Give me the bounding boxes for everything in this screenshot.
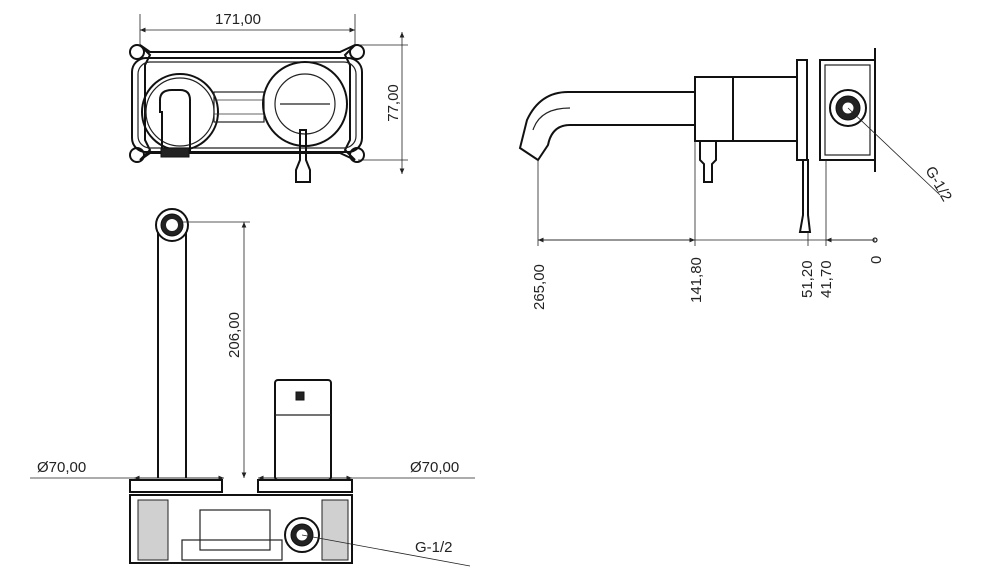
- mixer-box: [129, 494, 353, 564]
- side-41-label: 41,70: [818, 260, 835, 298]
- thread-leader: [301, 534, 471, 567]
- spout-front: [159, 89, 191, 153]
- top-view: 206,00 Ø70,00 Ø70,00 G-1/2: [30, 208, 475, 567]
- box-core: [199, 509, 271, 551]
- spout-rosette-inner: [145, 77, 215, 147]
- stem-side: [798, 159, 812, 233]
- side-0-label: 0: [868, 256, 885, 264]
- thread-right-label: G-1/2: [922, 164, 955, 205]
- front-view: 171,00 77,00: [129, 11, 408, 183]
- handle-lever: [295, 129, 311, 183]
- side-thread-leader: [847, 107, 941, 196]
- spout-outlet: [160, 147, 190, 158]
- spout-plate: [129, 479, 223, 493]
- plate-height-label: 77,00: [385, 84, 402, 122]
- ear-hole: [129, 44, 145, 60]
- channel: [213, 91, 265, 123]
- mounting-plate: [139, 44, 356, 161]
- side-view: G-1/2 265,00 141,80 51,20 41,70 0: [518, 48, 955, 310]
- side-51-label: 51,20: [799, 260, 816, 298]
- plate-width-label: 171,00: [215, 11, 261, 28]
- spout-rosette: [141, 73, 219, 151]
- inlet-thread: [284, 517, 320, 553]
- side-141-label: 141,80: [688, 257, 705, 303]
- box-block: [321, 499, 349, 561]
- spout-head: [155, 208, 189, 242]
- ear-hole: [129, 147, 145, 163]
- ear-hole: [349, 147, 365, 163]
- body-side: [732, 76, 798, 142]
- diameter-right-label: Ø70,00: [410, 459, 459, 476]
- spout-height-label: 206,00: [226, 312, 243, 358]
- box-base: [181, 539, 283, 561]
- spout-side: [518, 91, 696, 162]
- plate-side: [796, 59, 808, 161]
- origin-mark: [872, 237, 878, 243]
- handle-body-side: [694, 76, 734, 142]
- ear-hole: [349, 44, 365, 60]
- diameter-left-label: Ø70,00: [37, 459, 86, 476]
- lever-side: [699, 140, 717, 183]
- mounting-frame-inner: [137, 61, 357, 149]
- side-265-label: 265,00: [531, 264, 548, 310]
- handle-plate: [257, 479, 353, 493]
- box-block: [137, 499, 169, 561]
- mounting-frame: [131, 57, 363, 153]
- side-inlet: [829, 89, 867, 127]
- thread-bottom-label: G-1/2: [415, 539, 453, 556]
- handle-body: [274, 379, 332, 481]
- handle-marker: [295, 391, 305, 401]
- box-side-inner: [824, 64, 871, 156]
- spout-side-center: [532, 107, 571, 131]
- spout-aerator-core: [166, 219, 178, 231]
